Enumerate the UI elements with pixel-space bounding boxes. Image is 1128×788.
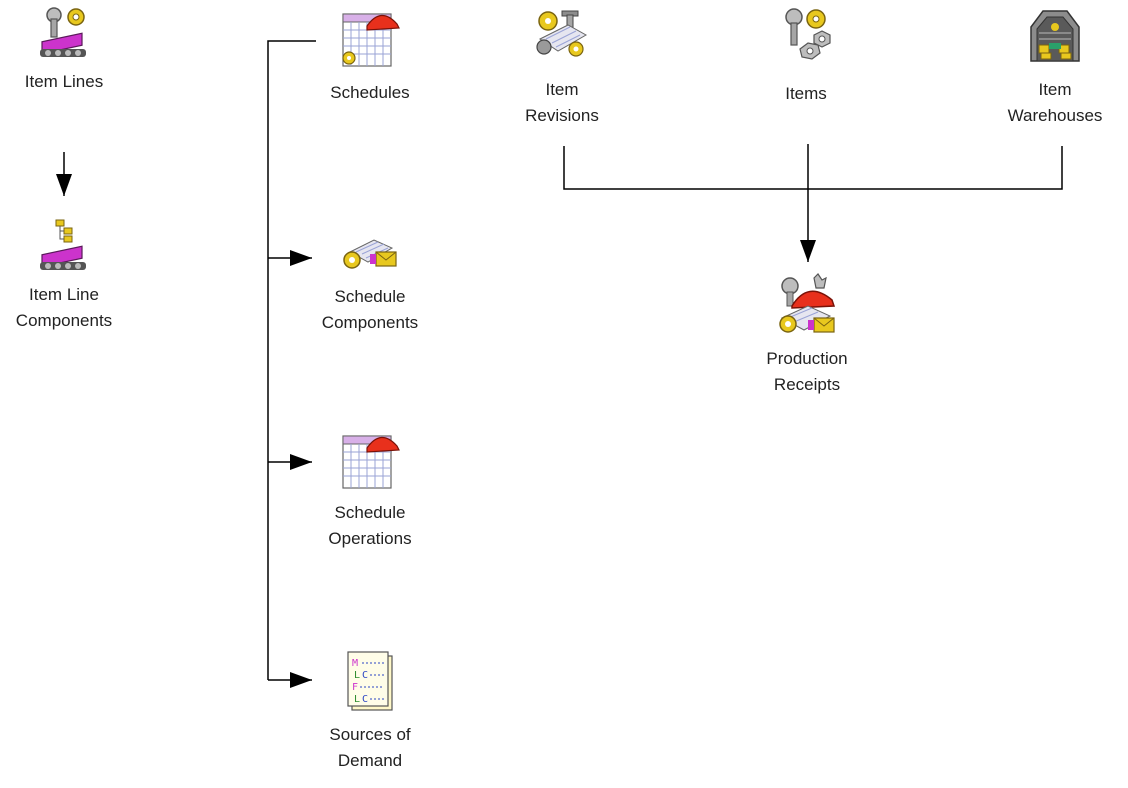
node-label-line-2: Components xyxy=(321,313,419,332)
item-lines-icon xyxy=(40,7,86,57)
node-item-warehouses[interactable]: Item Warehouses xyxy=(975,5,1128,129)
node-label-line-2: Demand xyxy=(337,751,403,770)
node-production-receipts[interactable]: Production Receipts xyxy=(727,270,887,398)
item-line-components-icon xyxy=(40,219,86,270)
node-label-line-1: Item xyxy=(1038,80,1072,99)
schedule-components-icon xyxy=(343,239,397,269)
production-receipts-icon xyxy=(779,273,836,333)
edge-item-warehouses-to-production-receipts xyxy=(808,146,1063,190)
node-label-line-2: Components xyxy=(15,311,113,330)
node-schedule-components[interactable]: Schedule Components xyxy=(290,232,450,336)
node-label-line-2: Receipts xyxy=(773,375,841,394)
node-item-revisions[interactable]: Item Revisions xyxy=(482,5,642,129)
node-label: Items xyxy=(785,84,827,103)
sources-of-demand-icon: M L C F L C xyxy=(347,651,393,711)
edge-schedules-bracket xyxy=(267,40,316,680)
node-label: Item Lines xyxy=(24,72,104,91)
svg-text:M: M xyxy=(352,658,358,669)
node-items[interactable]: Items xyxy=(726,5,886,107)
svg-text:C: C xyxy=(362,670,368,681)
node-label-line-1: Production xyxy=(766,349,848,368)
node-label-line-1: Schedule xyxy=(334,287,406,306)
svg-text:F: F xyxy=(352,682,358,693)
node-item-line-components[interactable]: Item Line Components xyxy=(0,216,144,334)
node-label-line-2: Operations xyxy=(328,529,412,548)
node-label-line-1: Schedule xyxy=(334,503,406,522)
items-icon xyxy=(785,8,831,60)
svg-text:C: C xyxy=(362,694,368,705)
node-schedules[interactable]: Schedules xyxy=(290,6,450,106)
node-label-line-1: Sources of xyxy=(329,725,411,744)
node-item-lines[interactable]: Item Lines xyxy=(0,5,144,95)
edge-item-revisions-to-production-receipts xyxy=(563,146,808,190)
node-label: Schedules xyxy=(330,83,410,102)
node-schedule-operations[interactable]: Schedule Operations xyxy=(290,428,450,552)
svg-text:L: L xyxy=(354,670,360,681)
schedules-icon xyxy=(342,13,400,67)
svg-text:L: L xyxy=(354,694,360,705)
node-label-line-2: Warehouses xyxy=(1007,106,1103,125)
node-label-line-1: Item Line xyxy=(29,285,99,304)
schedule-operations-icon xyxy=(342,435,400,489)
node-label-line-1: Item xyxy=(545,80,579,99)
item-revisions-icon xyxy=(536,10,588,57)
item-warehouses-icon xyxy=(1030,10,1080,62)
node-sources-of-demand[interactable]: M L C F L C Sources of Demand xyxy=(290,650,450,774)
node-label-line-2: Revisions xyxy=(525,106,599,125)
